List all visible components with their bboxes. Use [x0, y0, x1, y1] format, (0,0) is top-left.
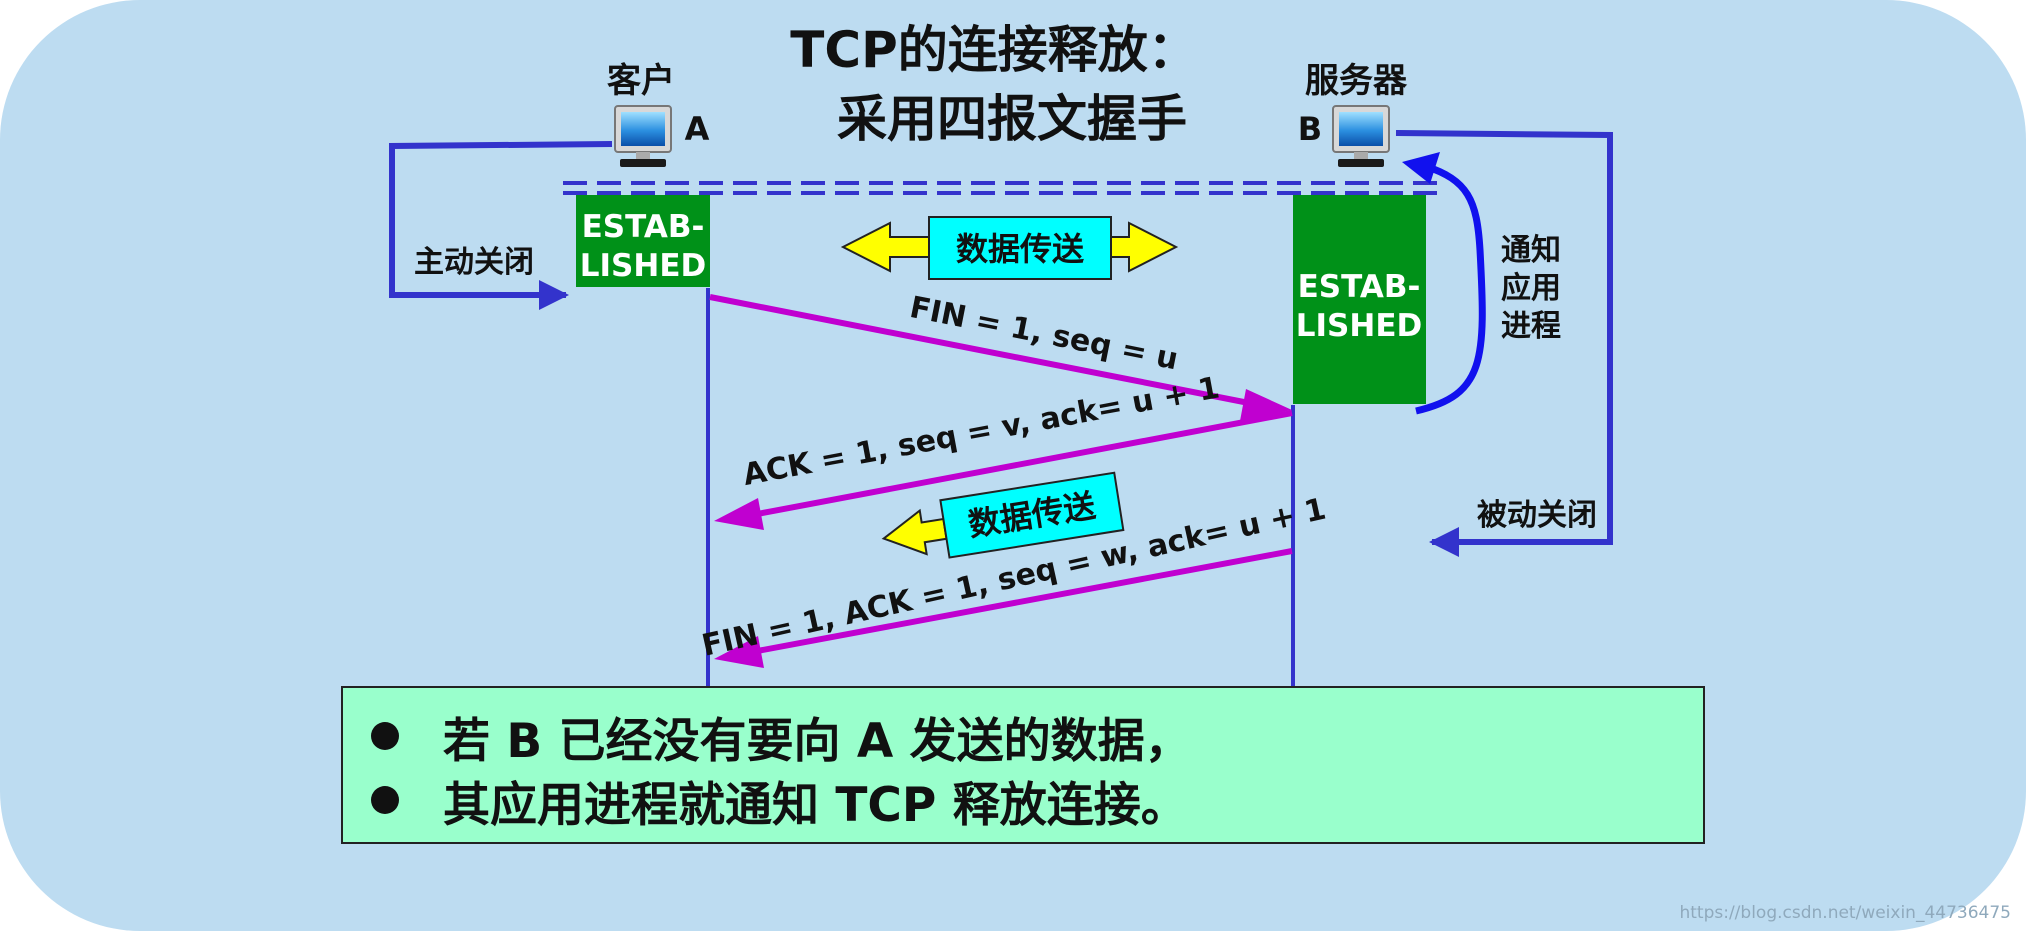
server-established-box	[1293, 195, 1426, 404]
message-fin-arrowhead	[1240, 389, 1292, 421]
active-close-label: 主动关闭	[414, 245, 534, 280]
notify-app-label-1: 通知	[1501, 233, 1561, 268]
notify-app-arrow	[1415, 162, 1486, 415]
bullet-icon	[365, 780, 405, 820]
client-state-line1: ESTAB-	[582, 209, 705, 245]
data-transfer-label: 数据传送	[956, 230, 1084, 268]
message-fin-ack-arrow	[751, 548, 1293, 655]
diagram-title-line2: 采用四报文握手	[837, 90, 1187, 148]
notify-app-arrowhead	[1402, 152, 1440, 184]
client-computer-icon	[614, 105, 672, 167]
note-item: 若 B 已经没有要向 A 发送的数据，	[365, 704, 1703, 769]
server-state-line1: ESTAB-	[1298, 269, 1421, 305]
client-state-line2: LISHED	[580, 248, 706, 284]
notify-app-label-2: 应用	[1501, 271, 1561, 306]
server-name-label: 服务器	[1305, 61, 1408, 101]
message-ack-arrow	[751, 410, 1293, 518]
note-item: 其应用进程就通知 TCP 释放连接。	[365, 768, 1703, 833]
server-state-line2: LISHED	[1296, 308, 1422, 344]
message-ack-arrowhead	[714, 498, 764, 530]
server-letter-label: B	[1298, 110, 1322, 148]
data-transfer-2: 数据传送	[881, 471, 1125, 559]
message-fin-ack-arrowhead	[714, 636, 764, 668]
bullet-icon	[365, 716, 405, 756]
passive-close-label: 被动关闭	[1477, 498, 1597, 533]
note-text: 若 B 已经没有要向 A 发送的数据，	[443, 713, 1192, 769]
data-transfer-box	[928, 216, 1112, 280]
server-computer-icon	[1332, 105, 1390, 167]
client-letter-label: A	[685, 110, 710, 148]
client-name-label: 客户	[607, 61, 675, 101]
active-close-arrow	[389, 141, 613, 310]
note-text: 其应用进程就通知 TCP 释放连接。	[443, 777, 1188, 833]
notify-app-label-3: 进程	[1501, 309, 1561, 344]
watermark: https://blog.csdn.net/weixin_44736475	[1679, 903, 2011, 923]
note-box: 若 B 已经没有要向 A 发送的数据， 其应用进程就通知 TCP 释放连接。	[341, 686, 1705, 844]
message-fin-arrow	[709, 294, 1255, 407]
connection-dashed-line	[563, 181, 1445, 195]
client-established-box	[576, 195, 710, 287]
diagram-title-line1: TCP的连接释放：	[790, 21, 1197, 79]
passive-close-arrow	[1395, 130, 1613, 557]
data-transfer-2-box	[939, 471, 1125, 559]
